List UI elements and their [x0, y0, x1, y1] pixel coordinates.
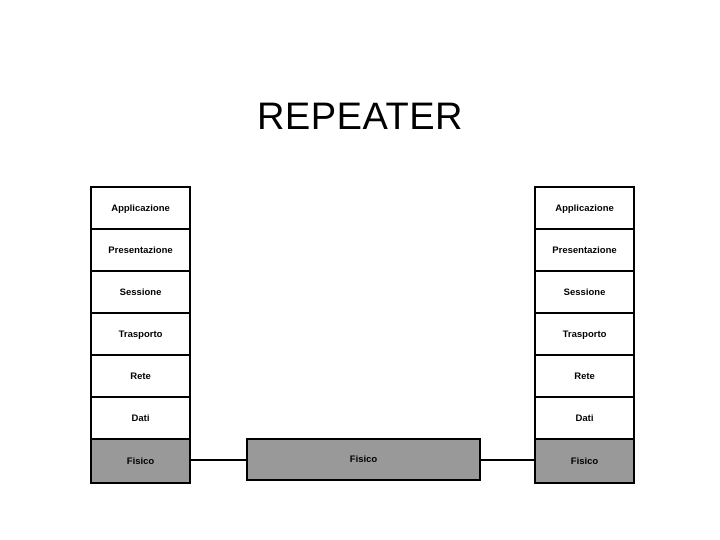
osi-layer-sessione-right: Sessione — [536, 272, 633, 314]
osi-layer-dati-left: Dati — [92, 398, 189, 440]
osi-layer-label: Trasporto — [562, 328, 607, 340]
osi-stack-left: Applicazione Presentazione Sessione Tras… — [90, 186, 191, 484]
osi-layer-label: Rete — [574, 370, 595, 382]
osi-layer-trasporto-right: Trasporto — [536, 314, 633, 356]
repeater-label: Fisico — [349, 454, 378, 465]
osi-layer-label: Sessione — [119, 286, 162, 298]
osi-layer-trasporto-left: Trasporto — [92, 314, 189, 356]
osi-layer-fisico-right: Fisico — [536, 440, 633, 482]
osi-layer-dati-right: Dati — [536, 398, 633, 440]
osi-layer-applicazione-left: Applicazione — [92, 188, 189, 230]
osi-layer-label: Presentazione — [108, 244, 173, 256]
osi-layer-presentazione-left: Presentazione — [92, 230, 189, 272]
osi-layer-label: Sessione — [563, 286, 606, 298]
osi-layer-rete-left: Rete — [92, 356, 189, 398]
osi-layer-label: Fisico — [570, 455, 599, 467]
connector-line-left — [190, 459, 248, 461]
osi-layer-label: Applicazione — [555, 202, 614, 214]
osi-layer-sessione-left: Sessione — [92, 272, 189, 314]
connector-line-right — [479, 459, 536, 461]
osi-layer-label: Rete — [130, 370, 151, 382]
osi-layer-applicazione-right: Applicazione — [536, 188, 633, 230]
osi-layer-label: Dati — [575, 412, 594, 424]
osi-layer-label: Applicazione — [111, 202, 170, 214]
osi-layer-label: Presentazione — [552, 244, 617, 256]
page-title: REPEATER — [256, 96, 463, 139]
osi-layer-label: Trasporto — [118, 328, 163, 340]
repeater-physical-layer-box: Fisico — [246, 438, 481, 481]
osi-layer-label: Fisico — [126, 455, 155, 467]
osi-layer-presentazione-right: Presentazione — [536, 230, 633, 272]
osi-stack-right: Applicazione Presentazione Sessione Tras… — [534, 186, 635, 484]
osi-layer-rete-right: Rete — [536, 356, 633, 398]
osi-layer-fisico-left: Fisico — [92, 440, 189, 482]
osi-layer-label: Dati — [131, 412, 150, 424]
